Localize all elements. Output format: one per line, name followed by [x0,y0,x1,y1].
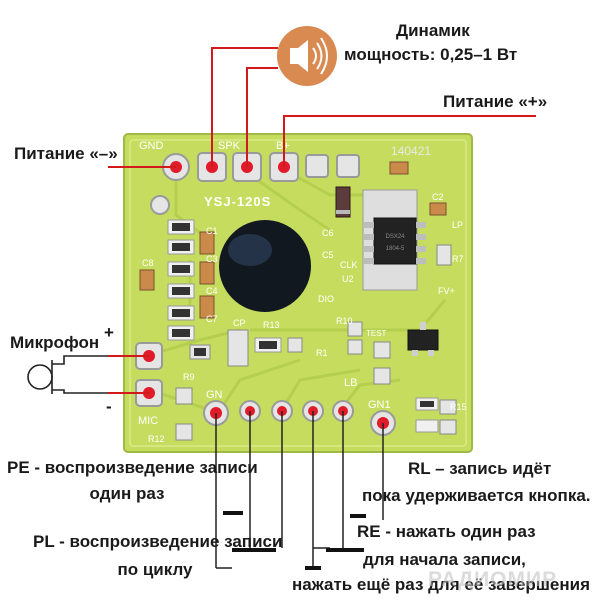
silk-spk: SPK [218,140,241,152]
speaker-icon [277,26,337,86]
transistor [407,329,439,351]
silk-gnd: GND [139,140,164,152]
re-description-line2: для начала записи, [363,550,526,569]
silk-gn1: GN1 [368,399,391,411]
silk-model: YSJ-120S [204,194,271,209]
silk-c3: C3 [206,254,218,264]
capacitor-top [389,161,409,175]
cob-chip [219,220,311,312]
power-minus-label: Питание «–» [14,144,118,163]
silk-r10: R10 [336,316,353,326]
microphone-label: Микрофон [10,333,100,352]
transistor-leg3 [420,322,426,330]
silk-u2: U2 [342,274,354,284]
leader-lines [108,47,536,394]
silk-c6: C6 [322,228,334,238]
mic-minus-sign: - [106,397,112,416]
ic-code: 1804-5 [386,246,405,252]
silk-bplus: B+ [276,140,290,152]
silk-r9: R9 [183,372,195,382]
silk-dio: DIO [318,294,334,304]
silk-r1: R1 [316,348,328,358]
pl-description-line2: по циклу [117,560,193,579]
transistor-leg2 [428,350,434,356]
ic-chip [362,189,426,291]
silk-c8: C8 [142,258,154,268]
resistor-right-1 [436,244,452,266]
rl-description-line2: пока удерживается кнопка. [362,486,591,505]
pe-description-line1: PE - воспроизведение записи [7,458,258,477]
diode [335,186,351,218]
pad-mount [150,195,170,215]
silk-date: 140421 [391,144,431,158]
silk-fv: FV+ [438,286,455,296]
pad-b [336,154,360,178]
capacitor-c2 [429,202,447,216]
bottom-dashes [223,511,366,570]
silk-r13: R13 [263,320,280,330]
silk-r12: R12 [148,434,165,444]
pad-a [305,154,329,178]
silk-c2: C2 [432,192,444,202]
diode-band [336,210,350,214]
power-plus-label: Питание «+» [443,92,548,111]
silk-test: TEST [366,329,387,338]
speaker-power: мощность: 0,25–1 Вт [344,45,518,64]
microphone-icon [27,364,53,390]
silk-cp: CP [233,318,246,328]
silk-c1: C1 [206,226,218,236]
silk-c4: C4 [206,286,218,296]
silk-r7: R7 [452,254,464,264]
pcb-inner-border [129,139,467,447]
mic-plus-sign: + [104,323,114,342]
silk-gn: GN [206,389,223,401]
ic-marking: DSX24 [385,234,405,240]
silk-clk: CLK [340,260,358,270]
transistor-leg1 [412,350,418,356]
bottom-leaders [215,411,384,569]
microphone-symbol [27,355,108,394]
pe-description-line2: один раз [89,484,165,503]
silk-c7: C7 [206,314,218,324]
silk-r15: R15 [450,402,467,412]
re-description-line1: RE - нажать один раз [357,522,536,541]
silk-lb: LB [344,377,357,389]
watermark: РАДИОМИР [428,568,558,591]
pl-description-line1: PL - воспроизведение записи [33,532,283,551]
silk-lp: LP [452,220,463,230]
rl-description-line1: RL – запись идёт [408,459,552,478]
re-description-line3: нажать ещё раз для её завершения [292,575,591,594]
silk-c5: C5 [322,250,334,260]
left-components [139,219,457,441]
cob-chip-highlight [228,234,272,266]
silk-mic: MIC [138,415,158,427]
speaker-title: Динамик [396,21,470,40]
